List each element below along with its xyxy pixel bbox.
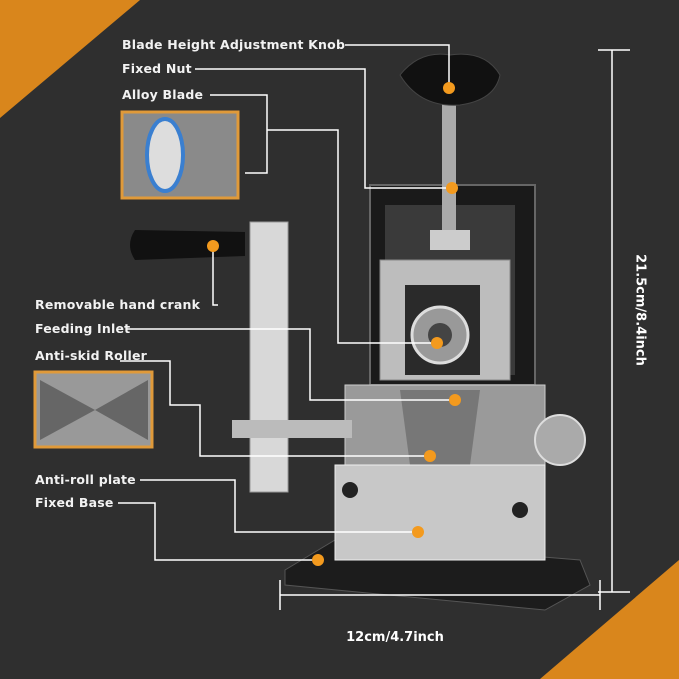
label-anti-skid-roller: Anti-skid Roller bbox=[35, 348, 147, 363]
label-anti-roll-plate: Anti-roll plate bbox=[35, 472, 136, 487]
label-fixed-base: Fixed Base bbox=[35, 495, 114, 510]
corner-accent-top-left bbox=[0, 0, 140, 118]
leader-lines bbox=[118, 44, 630, 610]
corner-accent-bottom-right bbox=[540, 560, 679, 679]
label-feeding-inlet: Feeding Inlet bbox=[35, 321, 131, 336]
wire-stripper-machine bbox=[130, 53, 591, 611]
callout-dots bbox=[207, 82, 461, 566]
width-dimension: 12cm/4.7inch bbox=[346, 630, 444, 645]
label-alloy-blade: Alloy Blade bbox=[122, 87, 204, 102]
label-removable-hand-crank: Removable hand crank bbox=[35, 297, 201, 312]
height-dimension: 21.5cm/8.4inch bbox=[632, 254, 648, 366]
label-blade-height-adjustment-knob: Blade Height Adjustment Knob bbox=[122, 37, 346, 52]
label-fixed-nut: Fixed Nut bbox=[122, 61, 192, 76]
